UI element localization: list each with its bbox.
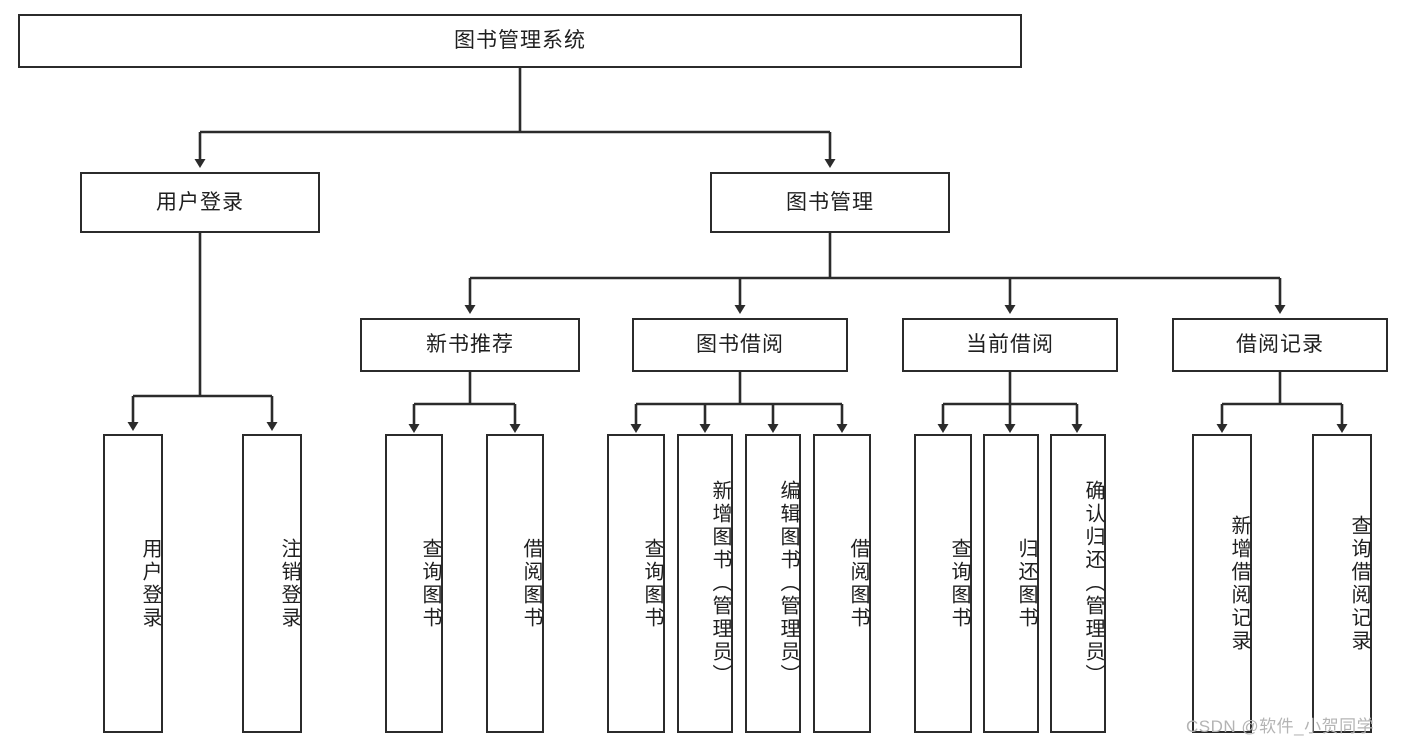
leaf-add-book[interactable]: 新增图书（管理员） (677, 434, 733, 733)
leaf-return-book[interactable]: 归还图书 (983, 434, 1039, 733)
leaf-borrow-book-1-label: 借阅图书 (520, 537, 542, 630)
node-book-borrow-label: 图书借阅 (696, 333, 784, 357)
leaf-borrow-book-2-label: 借阅图书 (847, 537, 869, 630)
node-user-login-label: 用户登录 (156, 190, 244, 214)
node-new-book-rec[interactable]: 新书推荐 (360, 318, 580, 372)
leaf-user-login[interactable]: 用户登录 (103, 434, 163, 733)
leaf-confirm-return[interactable]: 确认归还（管理员） (1050, 434, 1106, 733)
leaf-query-record-label: 查询借阅记录 (1348, 514, 1370, 653)
node-current-borrow-label: 当前借阅 (966, 333, 1054, 357)
leaf-borrow-book-2[interactable]: 借阅图书 (813, 434, 871, 733)
node-root[interactable]: 图书管理系统 (18, 14, 1022, 68)
node-borrow-record-label: 借阅记录 (1236, 333, 1324, 357)
node-book-manage-label: 图书管理 (786, 190, 874, 214)
node-new-book-rec-label: 新书推荐 (426, 333, 514, 357)
csdn-watermark: CSDN @软件_小贺同学 (1186, 717, 1375, 736)
node-current-borrow[interactable]: 当前借阅 (902, 318, 1118, 372)
leaf-user-logout-label: 注销登录 (278, 537, 300, 630)
leaf-query-record[interactable]: 查询借阅记录 (1312, 434, 1372, 733)
node-root-label: 图书管理系统 (454, 29, 586, 53)
leaf-add-record[interactable]: 新增借阅记录 (1192, 434, 1252, 733)
leaf-confirm-return-label: 确认归还（管理员） (1082, 480, 1104, 687)
leaf-query-book-2-label: 查询图书 (641, 537, 663, 630)
leaf-query-book-3[interactable]: 查询图书 (914, 434, 972, 733)
leaf-edit-book[interactable]: 编辑图书（管理员） (745, 434, 801, 733)
leaf-query-book-1[interactable]: 查询图书 (385, 434, 443, 733)
leaf-user-login-label: 用户登录 (139, 537, 161, 630)
leaf-query-book-2[interactable]: 查询图书 (607, 434, 665, 733)
leaf-edit-book-label: 编辑图书（管理员） (777, 480, 799, 687)
leaf-return-book-label: 归还图书 (1015, 537, 1037, 630)
leaf-add-book-label: 新增图书（管理员） (709, 480, 731, 687)
node-user-login[interactable]: 用户登录 (80, 172, 320, 233)
leaf-query-book-1-label: 查询图书 (419, 537, 441, 630)
leaf-user-logout[interactable]: 注销登录 (242, 434, 302, 733)
leaf-add-record-label: 新增借阅记录 (1228, 514, 1250, 653)
node-book-borrow[interactable]: 图书借阅 (632, 318, 848, 372)
node-borrow-record[interactable]: 借阅记录 (1172, 318, 1388, 372)
leaf-borrow-book-1[interactable]: 借阅图书 (486, 434, 544, 733)
leaf-query-book-3-label: 查询图书 (948, 537, 970, 630)
node-book-manage[interactable]: 图书管理 (710, 172, 950, 233)
